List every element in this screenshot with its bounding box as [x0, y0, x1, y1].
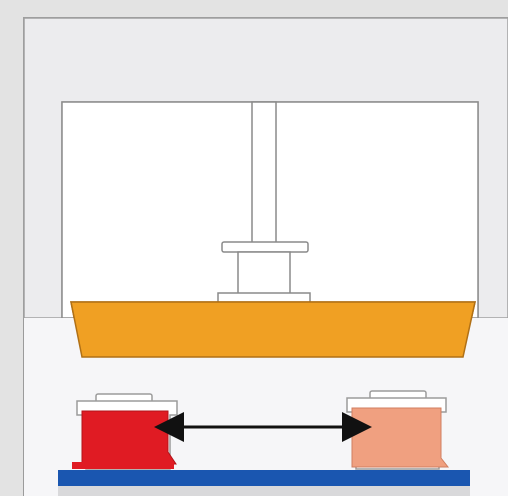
base-shadow [58, 486, 470, 496]
right-salmon-block [351, 407, 450, 468]
shaft-collar [221, 241, 309, 253]
left-red-foot [72, 462, 174, 469]
shaft-block [237, 251, 291, 295]
base-bar [58, 470, 470, 486]
vertical-shaft [251, 101, 277, 248]
orange-platform-front [70, 301, 476, 358]
left-block-assembly [72, 393, 178, 470]
right-block-assembly [346, 390, 450, 470]
left-red-block [81, 410, 177, 465]
